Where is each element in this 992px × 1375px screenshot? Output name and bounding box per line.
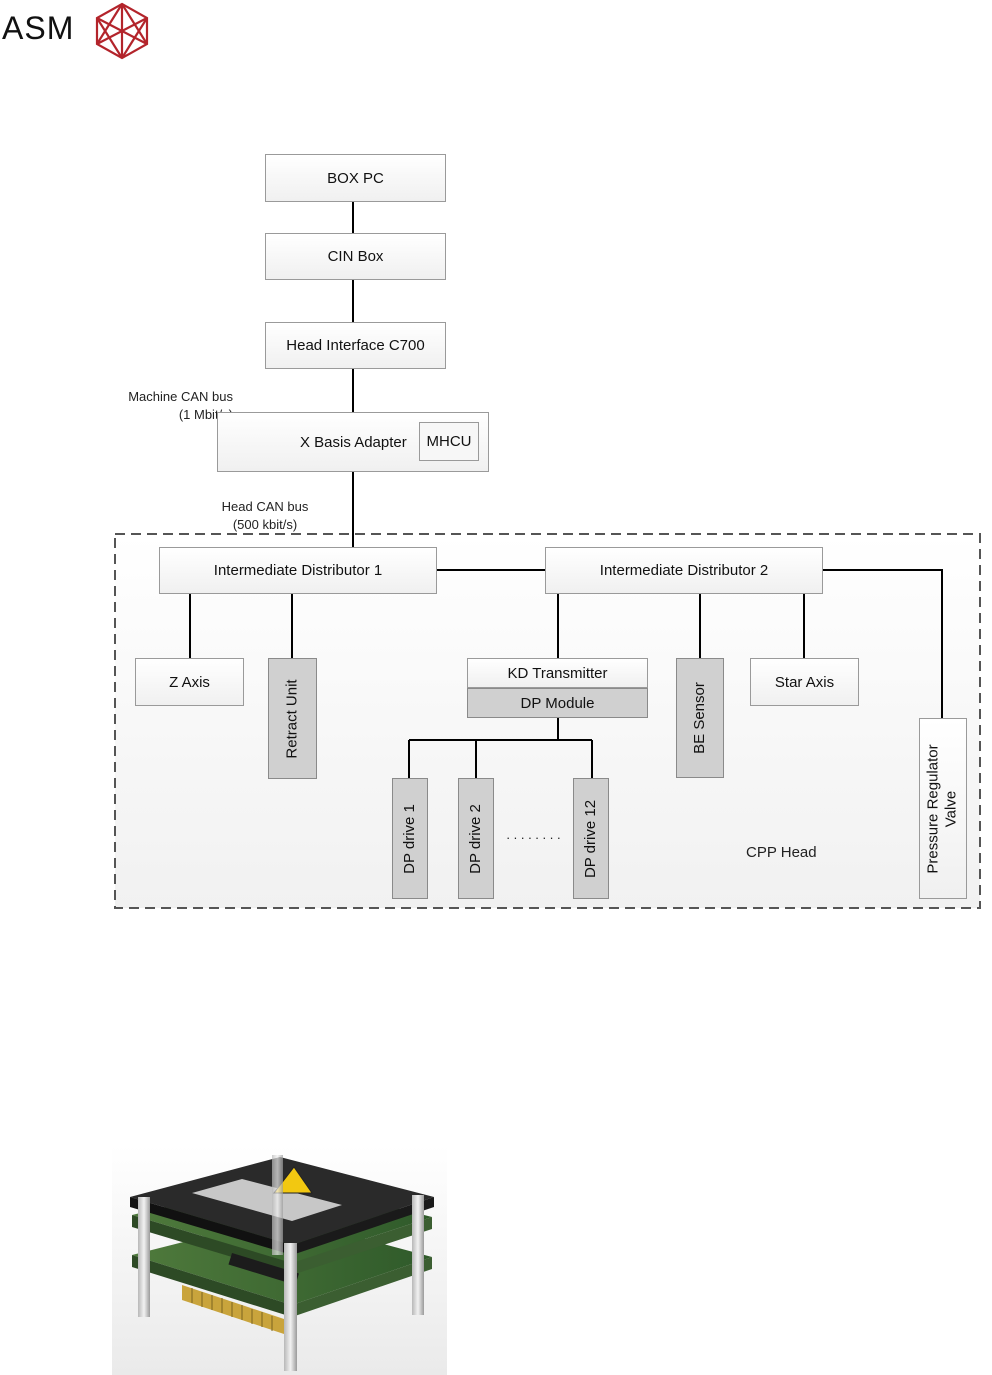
dp-drive-12-label: DP drive 12 [582, 799, 600, 878]
head-interface-node: Head Interface C700 [265, 322, 446, 369]
be-sensor-node: BE Sensor [676, 658, 724, 778]
mhcu-label: MHCU [426, 433, 472, 450]
asm-hexagon-logo-icon [95, 2, 149, 60]
diagram-connections [114, 202, 981, 909]
retract-unit-node: Retract Unit [268, 658, 317, 779]
dp-module-node: DP Module [467, 688, 648, 718]
dp-drive-12-node: DP drive 12 [573, 778, 609, 899]
retract-unit-label: Retract Unit [283, 678, 301, 759]
machine-can-bus-rate: (1 Mbit/s) [178, 407, 233, 422]
pressure-regulator-line2: Valve [943, 790, 961, 827]
cin-box-label: CIN Box [327, 248, 384, 265]
cpp-head-group-label: CPP Head [746, 844, 817, 861]
dp-drive-ellipsis: . . . . . . . . [506, 827, 561, 842]
head-can-bus-note: Head CAN bus (500 kbit/s) [212, 498, 318, 534]
link-distributor2-pressure [823, 569, 943, 718]
x-basis-adapter-label: X Basis Adapter [300, 434, 407, 451]
distributor-1-label: Intermediate Distributor 1 [213, 562, 383, 579]
be-sensor-label: BE Sensor [691, 682, 708, 754]
head-interface-label: Head Interface C700 [286, 337, 425, 354]
asm-logo: ASM [0, 0, 160, 62]
machine-can-bus-note: Machine CAN bus (1 Mbit/s) [118, 388, 233, 424]
machine-can-bus-name: Machine CAN bus [128, 389, 233, 404]
distributor-1-node: Intermediate Distributor 1 [159, 547, 437, 594]
cpp-head-group-frame [114, 533, 981, 909]
dp-drive-1-label: DP drive 1 [401, 803, 419, 874]
circuit-board-stack-photo [112, 1145, 447, 1375]
head-can-bus-rate: (500 kbit/s) [232, 517, 298, 532]
z-axis-node: Z Axis [135, 658, 244, 706]
star-axis-label: Star Axis [774, 673, 835, 691]
box-pc-label: BOX PC [327, 169, 384, 187]
dp-drive-2-node: DP drive 2 [458, 778, 494, 899]
kd-transmitter-node: KD Transmitter [467, 658, 648, 688]
star-axis-node: Star Axis [750, 658, 859, 706]
box-pc-node: BOX PC [265, 154, 446, 202]
mhcu-node: MHCU [419, 422, 479, 461]
dp-drive-1-node: DP drive 1 [392, 778, 428, 899]
distributor-2-label: Intermediate Distributor 2 [599, 562, 769, 579]
asm-logo-text: ASM [2, 10, 75, 46]
z-axis-label: Z Axis [169, 673, 210, 691]
head-can-bus-name: Head CAN bus [221, 499, 309, 514]
dp-drive-2-label: DP drive 2 [467, 803, 485, 874]
pressure-regulator-node: Pressure Regulator Valve [919, 718, 967, 899]
kd-transmitter-label: KD Transmitter [507, 664, 608, 682]
cin-box-node: CIN Box [265, 233, 446, 280]
pressure-regulator-label: Pressure Regulator Valve [925, 744, 961, 873]
distributor-2-node: Intermediate Distributor 2 [545, 547, 823, 594]
pressure-regulator-line1: Pressure Regulator [925, 743, 943, 874]
dp-module-label: DP Module [520, 694, 595, 712]
